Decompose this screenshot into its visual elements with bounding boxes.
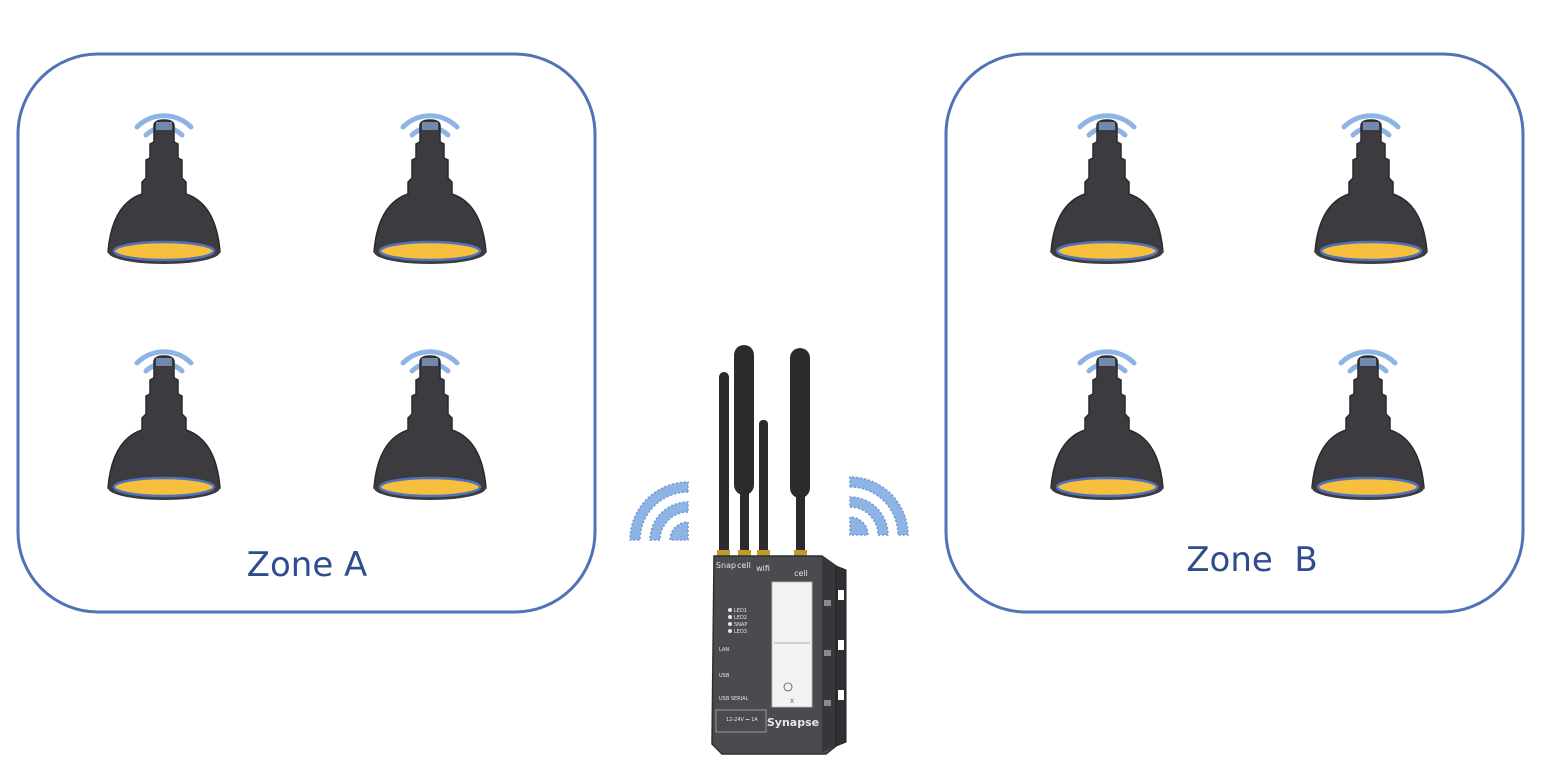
zone-a-bulb [372,352,488,502]
smart-bulb-icon [372,354,488,502]
zone-b-bulb [1049,116,1165,266]
port-label: Snap [716,561,736,570]
port-label-usb: USB [719,673,730,679]
zone-b-bulb [1313,116,1429,266]
led-label: LED1 [734,608,747,614]
zone-b-bulb [1310,352,1426,502]
zone-a-label: Zone A [247,545,368,585]
port-label-lan: LAN [719,647,729,653]
gateway-device: X Snap cell wifi cell LED1 LED2 SNAP LED… [711,345,847,755]
smart-bulb-icon [1049,118,1165,266]
smart-bulb-icon [106,118,222,266]
led-label: LED2 [734,615,747,621]
power-label: 12-24V ⎓ 1A [726,717,758,723]
port-label: cell [737,561,751,570]
antenna-icon [759,420,768,557]
zone-a-bulb [372,116,488,266]
port-label: cell [794,569,808,578]
antenna-icon [719,372,729,557]
led-label: LED3 [734,629,747,635]
antenna-icon [734,345,754,495]
led-label: SNAP [734,622,747,628]
zone-b-bulb [1049,352,1165,502]
port-label-usb-serial: USB SERIAL [719,696,749,702]
smart-bulb-icon [1313,118,1429,266]
zone-b-boundary [944,52,1525,614]
brand-logo: Synapse [767,716,819,729]
antenna-icon [790,348,810,498]
zone-a-bulb [106,352,222,502]
zone-a-bulb [106,116,222,266]
gateway-signal-right-icon [849,476,909,536]
svg-text:X: X [790,698,794,705]
smart-bulb-icon [1049,354,1165,502]
port-label: wifi [756,564,770,573]
smart-bulb-icon [1310,354,1426,502]
zone-a-boundary [16,52,597,614]
smart-bulb-icon [106,354,222,502]
zone-b-label: Zone B [1186,540,1318,580]
smart-bulb-icon [372,118,488,266]
gateway-signal-left-icon [629,481,689,541]
